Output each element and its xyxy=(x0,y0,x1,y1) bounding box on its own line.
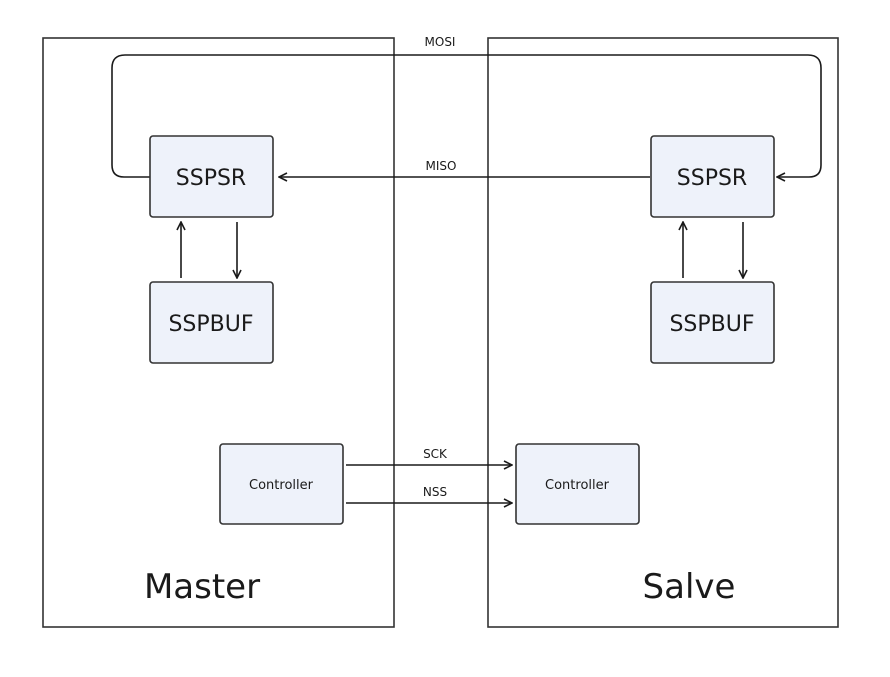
master-sspbuf-box xyxy=(149,281,274,364)
slave-panel xyxy=(487,37,839,628)
sck-label: SCK xyxy=(423,447,448,461)
master-sspsr-box xyxy=(149,135,274,218)
slave-sspbuf-label: SSPBUF xyxy=(669,312,754,337)
master-sspbuf-label: SSPBUF xyxy=(168,312,253,337)
slave-controller-label: Controller xyxy=(545,478,610,493)
mosi-label: MOSI xyxy=(425,35,456,49)
slave-sspsr-box xyxy=(650,135,775,218)
slave-controller-box xyxy=(515,443,640,525)
master-title: Master xyxy=(144,567,260,607)
mosi-line xyxy=(111,54,822,177)
slave-title: Salve xyxy=(643,567,736,607)
master-panel xyxy=(42,37,395,628)
miso-label: MISO xyxy=(426,159,457,173)
nss-label: NSS xyxy=(423,485,447,499)
slave-sspsr-label: SSPSR xyxy=(677,166,747,191)
master-sspsr-label: SSPSR xyxy=(176,166,246,191)
master-controller-box xyxy=(219,443,344,525)
slave-sspbuf-box xyxy=(650,281,775,364)
master-controller-label: Controller xyxy=(249,478,314,493)
